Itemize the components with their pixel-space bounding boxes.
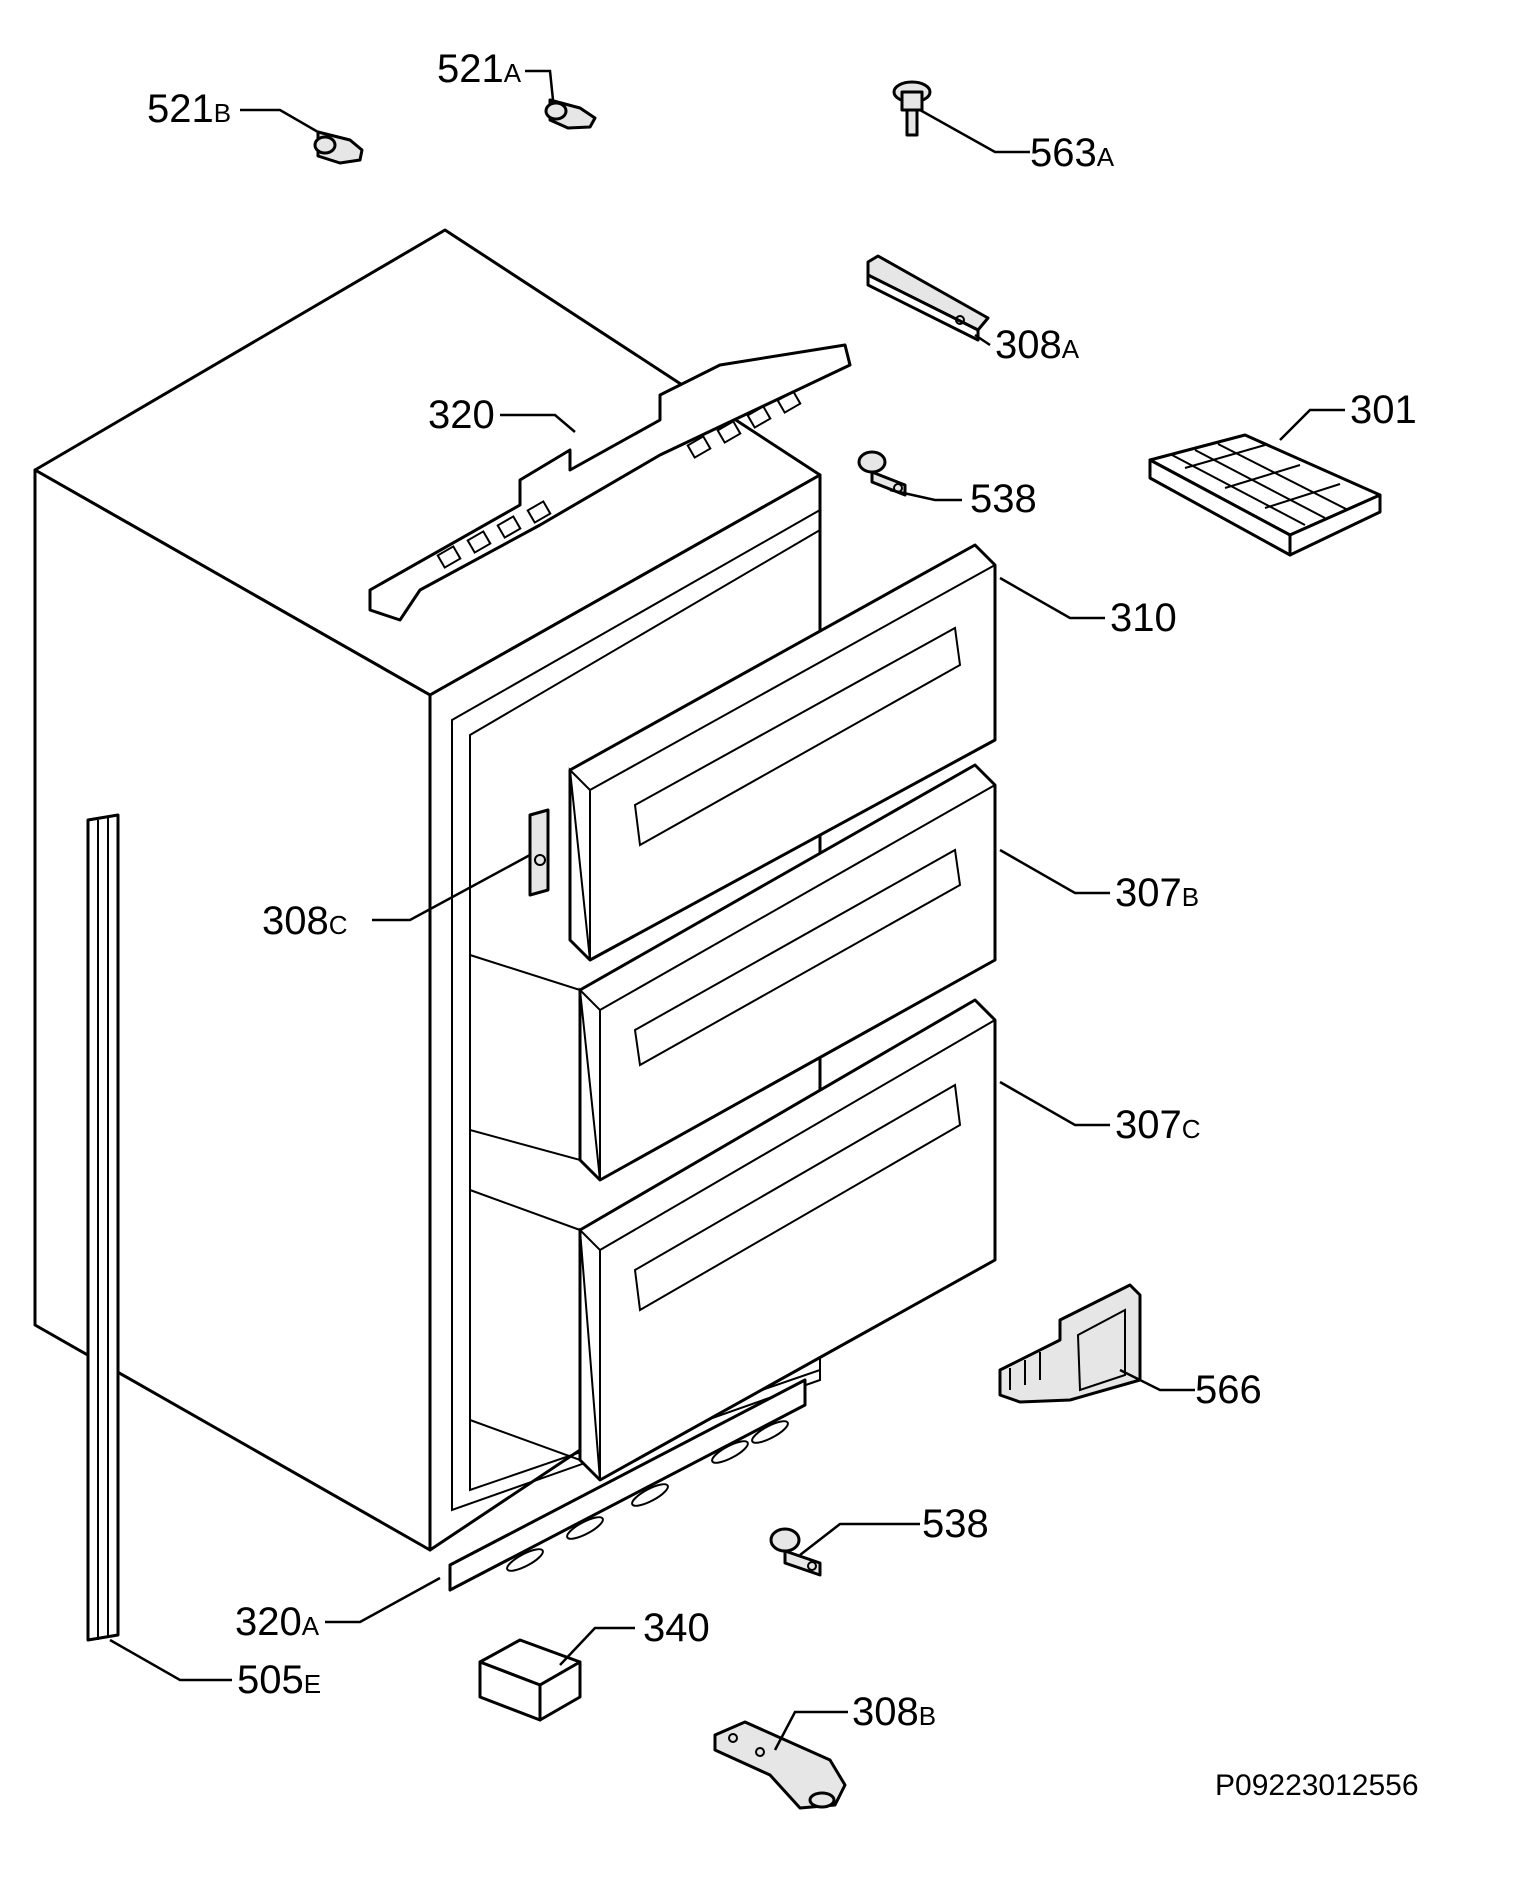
label-301: 301 bbox=[1350, 388, 1417, 432]
label-563a: 563A bbox=[1030, 131, 1115, 175]
part-505e-vertical-trim bbox=[86, 813, 120, 1642]
part-301-ice-tray bbox=[1148, 433, 1382, 557]
part-307b-middle-drawer bbox=[469, 763, 997, 1182]
part-320-top-rail bbox=[368, 343, 852, 622]
label-308a: 308A bbox=[995, 323, 1080, 367]
part-310-top-drawer bbox=[568, 543, 997, 962]
part-521b-cap bbox=[313, 130, 364, 165]
drawing-id: P09223012556 bbox=[1215, 1769, 1419, 1802]
label-538-bottom: 538 bbox=[922, 1502, 989, 1546]
part-340-block bbox=[478, 1638, 582, 1722]
part-538-bottom-clip bbox=[769, 1527, 822, 1577]
part-307c-bottom-drawer bbox=[469, 998, 997, 1482]
label-566: 566 bbox=[1195, 1368, 1262, 1412]
label-521b: 521B bbox=[147, 87, 231, 131]
label-308b: 308B bbox=[852, 1690, 936, 1734]
label-308c: 308C bbox=[262, 899, 348, 943]
label-505e: 505E bbox=[237, 1658, 321, 1702]
label-538-top: 538 bbox=[970, 477, 1037, 521]
part-308a-hinge-plate bbox=[866, 254, 990, 342]
part-308c-hinge bbox=[528, 808, 550, 897]
part-320a-bottom-rail bbox=[448, 1378, 807, 1592]
label-340: 340 bbox=[643, 1606, 710, 1650]
part-521a-cap bbox=[544, 98, 597, 130]
label-307c: 307C bbox=[1115, 1103, 1201, 1147]
label-320a: 320A bbox=[235, 1600, 320, 1644]
label-521a: 521A bbox=[437, 47, 522, 91]
label-310: 310 bbox=[1110, 596, 1177, 640]
label-307b: 307B bbox=[1115, 871, 1199, 915]
part-538-top-clip bbox=[857, 450, 907, 497]
part-308b-hinge bbox=[713, 1720, 847, 1810]
leader-lines bbox=[109, 69, 1345, 1751]
part-566-handle bbox=[998, 1283, 1142, 1404]
label-320: 320 bbox=[428, 393, 495, 437]
part-563a-pin bbox=[892, 80, 932, 137]
